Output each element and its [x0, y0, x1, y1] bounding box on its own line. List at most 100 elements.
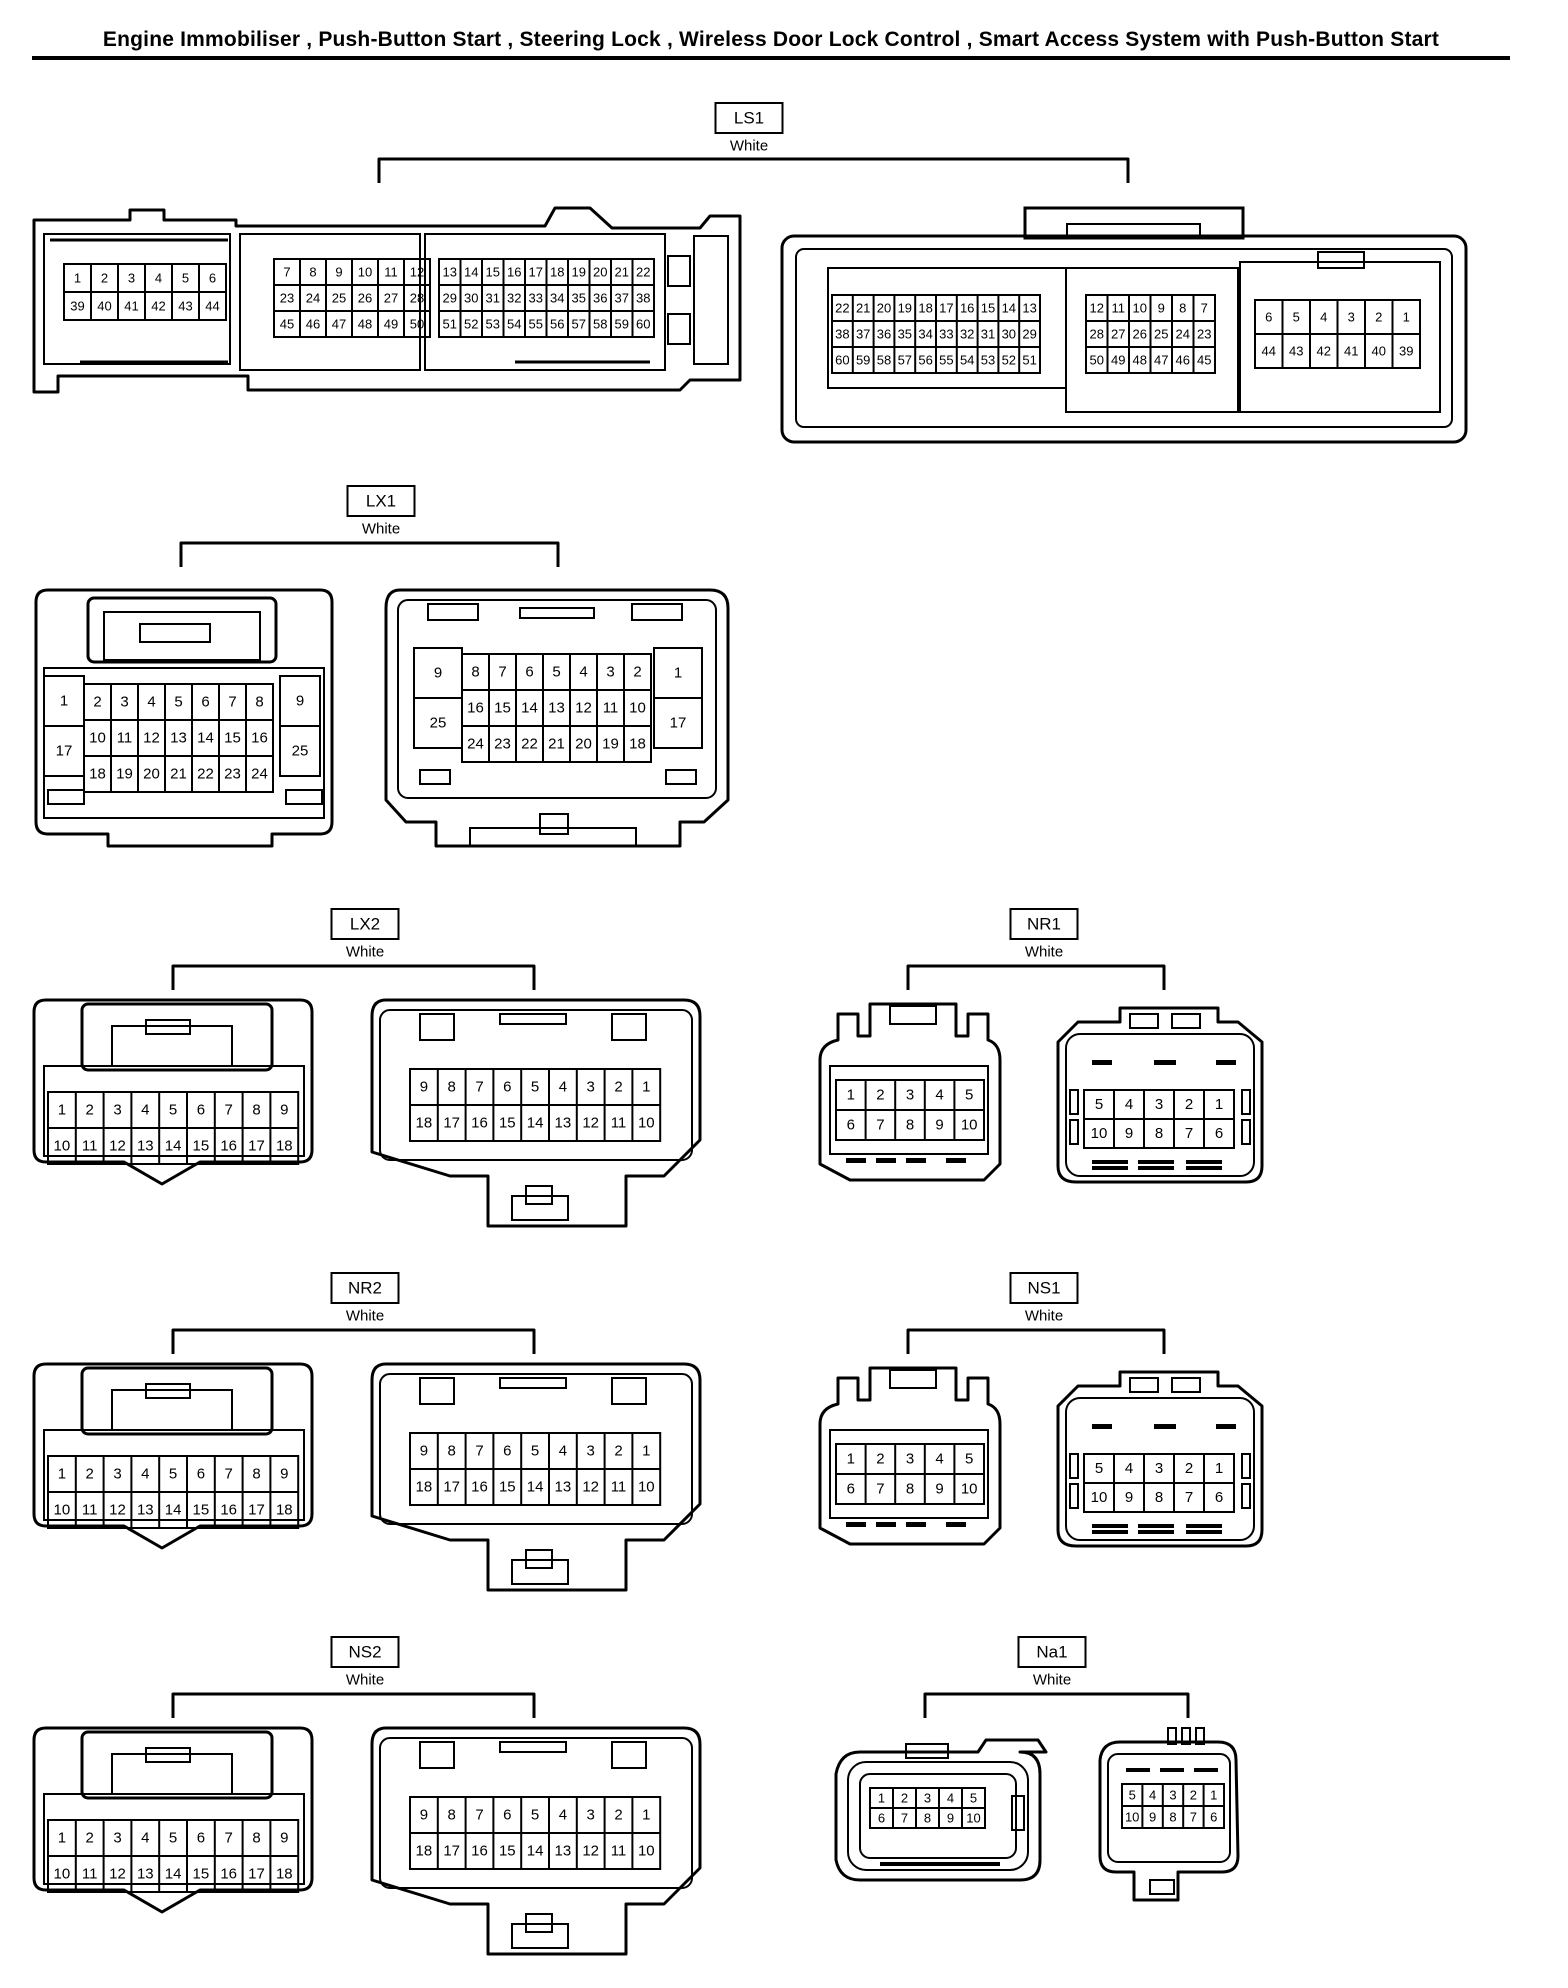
pin-label: 24	[251, 766, 268, 783]
pin-label: 6	[1215, 1489, 1223, 1506]
housing-inner-wall	[1107, 1753, 1231, 1863]
pin-label: 5	[531, 1807, 539, 1824]
pin-label: 2	[614, 1443, 622, 1460]
latch-base	[511, 1559, 569, 1585]
lock-tab	[889, 1369, 937, 1389]
pin-label: 10	[1091, 1489, 1108, 1506]
pin-label: 1	[642, 1079, 650, 1096]
pin-label: 10	[1091, 1125, 1108, 1142]
pin-label: 9	[947, 1811, 954, 1826]
lock-tab	[1167, 1727, 1177, 1745]
latch-tab	[539, 813, 569, 835]
lock-tab	[145, 1019, 191, 1035]
latch-slot	[1092, 1424, 1112, 1429]
pin-label: 57	[572, 317, 586, 332]
pin-label: 14	[527, 1843, 544, 1860]
pin-label: 9	[935, 1117, 943, 1134]
connector-code: NR1	[1027, 915, 1061, 934]
pin-label: 48	[358, 317, 372, 332]
pin-label: 9	[280, 1102, 288, 1119]
pin-label: 6	[197, 1830, 205, 1847]
pin-label: 17	[248, 1866, 265, 1883]
pin-label: 21	[170, 766, 187, 783]
pin-label: 6	[1265, 310, 1272, 325]
pin-label: 43	[178, 299, 192, 314]
pin-label: 31	[981, 327, 995, 342]
pin-label: 8	[448, 1443, 456, 1460]
housing-inner-wall	[1065, 1033, 1255, 1177]
latch-slot	[419, 769, 451, 785]
latch-slot	[419, 1013, 455, 1041]
pin-label: 14	[165, 1866, 182, 1883]
pin-label: 9	[280, 1830, 288, 1847]
pin-label: 16	[471, 1115, 488, 1132]
latch-slot	[1138, 1524, 1174, 1528]
pin-label: 16	[471, 1843, 488, 1860]
pin-label: 4	[141, 1466, 149, 1483]
pin-label: 6	[201, 694, 209, 711]
pin-label: 55	[529, 317, 543, 332]
pin-label: 6	[197, 1466, 205, 1483]
pin-label: 13	[555, 1479, 572, 1496]
pin-label: 40	[1372, 344, 1386, 359]
pin-label: 9	[420, 1443, 428, 1460]
pin-label: 18	[89, 766, 106, 783]
pin-label: 19	[116, 766, 133, 783]
bracket	[906, 964, 1166, 990]
lock-frame	[80, 1366, 274, 1436]
pin-label: 12	[109, 1866, 126, 1883]
pin-label: 5	[965, 1451, 973, 1468]
pin-label: 5	[169, 1102, 177, 1119]
pin-label: 15	[499, 1115, 516, 1132]
pin-label: 44	[205, 299, 219, 314]
pin-label: 14	[197, 730, 214, 747]
pin-label: 23	[280, 291, 294, 306]
pin-label: 12	[109, 1138, 126, 1155]
pin-label: 4	[559, 1807, 567, 1824]
pin-label: 6	[1215, 1125, 1223, 1142]
pin-label: 6	[878, 1811, 885, 1826]
pin-label: 1	[878, 1791, 885, 1806]
pin-label: 12	[109, 1502, 126, 1519]
pin-label: 2	[101, 271, 108, 286]
connector-code-box	[1009, 908, 1079, 940]
pin-label: 17	[529, 265, 543, 280]
pin-label: 50	[1090, 353, 1104, 368]
housing-inner-wall	[239, 233, 421, 371]
pin-label: 1	[642, 1807, 650, 1824]
pin-label: 4	[559, 1443, 567, 1460]
pin-label: 12	[582, 1843, 599, 1860]
pin-label: 7	[876, 1117, 884, 1134]
pin-label: 3	[906, 1451, 914, 1468]
housing-inner-wall	[43, 233, 231, 365]
housing-outline	[780, 234, 1468, 444]
housing-inner-wall	[1239, 261, 1441, 413]
latch-base	[469, 827, 637, 847]
pin-label: 2	[901, 1791, 908, 1806]
housing-outline	[370, 1362, 702, 1592]
pin-label: 6	[197, 1102, 205, 1119]
pin-label: 8	[255, 694, 263, 711]
housing-inner-wall	[859, 1773, 1017, 1859]
connector-color: White	[346, 944, 384, 961]
pin-label: 45	[280, 317, 294, 332]
pin-label: 1	[58, 1102, 66, 1119]
pin-label: 32	[960, 327, 974, 342]
pin-label: 18	[276, 1138, 293, 1155]
pin-label: 26	[358, 291, 372, 306]
pin-label: 7	[225, 1466, 233, 1483]
pin-label: 26	[1133, 327, 1147, 342]
pin-label: 1	[847, 1451, 855, 1468]
pin-label: 20	[575, 736, 592, 753]
pin-label: 8	[924, 1811, 931, 1826]
pin-label: 3	[606, 664, 614, 681]
pin-label: 9	[1158, 301, 1165, 316]
pin-label: 11	[82, 1138, 98, 1155]
pin-label: 17	[670, 715, 687, 732]
